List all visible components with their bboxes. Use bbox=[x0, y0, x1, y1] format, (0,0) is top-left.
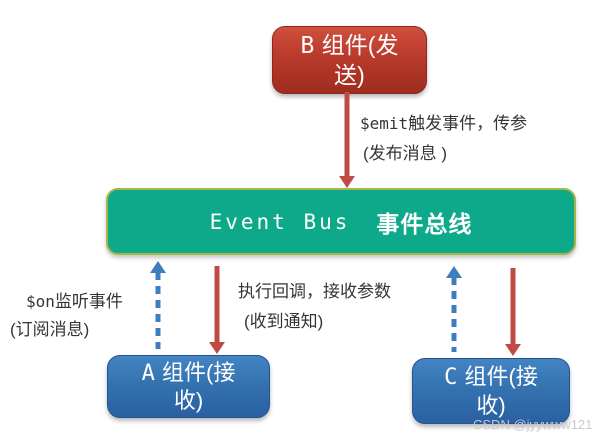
node-event-bus: Event Bus 事件总线 bbox=[106, 188, 576, 255]
node-b-sender: B 组件(发送) bbox=[272, 26, 427, 94]
label-on: $on监听事件 bbox=[26, 292, 123, 311]
arrow-head-up-icon bbox=[150, 261, 166, 273]
label-emit-note: (发布消息 ) bbox=[363, 144, 448, 163]
arrow-on-a-to-bus bbox=[150, 261, 166, 349]
node-c-receiver: C 组件(接收) bbox=[412, 358, 570, 424]
node-c-label: C 组件(接收) bbox=[444, 364, 538, 418]
node-b-label: B 组件(发送) bbox=[300, 31, 399, 88]
node-a-label: A 组件(接收) bbox=[141, 359, 236, 414]
arrow-shaft bbox=[344, 92, 350, 177]
arrow-emit-b-to-bus bbox=[339, 92, 355, 188]
label-callback-note: (收到通知) bbox=[244, 312, 324, 331]
arrow-shaft bbox=[451, 277, 457, 352]
arrow-head-down-icon bbox=[209, 342, 225, 354]
label-emit: $emit触发事件，传参 bbox=[360, 114, 528, 133]
arrow-on-c-to-bus bbox=[446, 266, 462, 352]
arrow-shaft bbox=[510, 268, 516, 345]
arrow-callback-bus-to-a bbox=[209, 266, 225, 354]
watermark: CSDN @jyywww121 bbox=[473, 417, 593, 432]
arrow-shaft bbox=[155, 272, 161, 349]
arrow-head-up-icon bbox=[446, 266, 462, 278]
label-on-note: (订阅消息) bbox=[10, 320, 90, 339]
node-a-receiver: A 组件(接收) bbox=[107, 355, 270, 418]
arrow-head-down-icon bbox=[339, 176, 355, 188]
arrow-shaft bbox=[214, 266, 220, 343]
label-callback: 执行回调，接收参数 bbox=[238, 282, 391, 301]
arrow-callback-bus-to-c bbox=[505, 268, 521, 356]
arrow-head-down-icon bbox=[505, 344, 521, 356]
